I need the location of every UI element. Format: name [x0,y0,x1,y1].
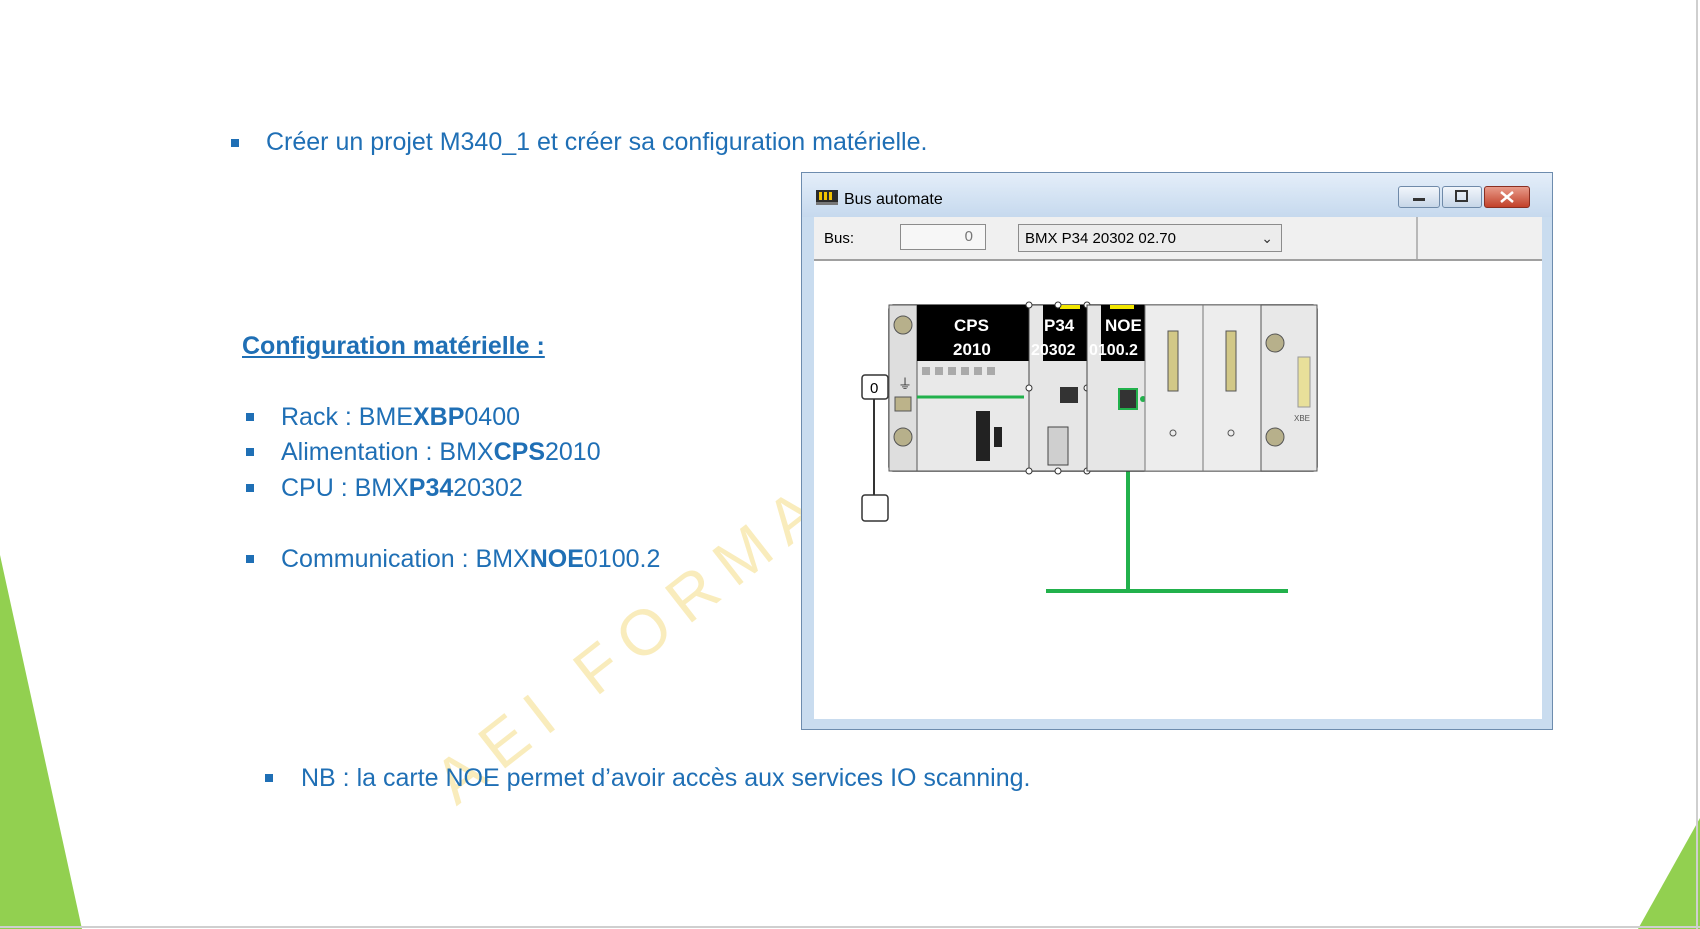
item-bold: CPS [493,438,545,466]
screw-icon [1265,333,1285,353]
cpu-serial-port [1047,426,1069,466]
xbe-label: XBE [1294,414,1310,423]
chevron-down-icon: ⌄ [1261,230,1273,246]
screw-icon [893,315,913,335]
slot-hole-icon [1227,429,1235,437]
close-button[interactable] [1484,186,1530,208]
bullet-marker [265,774,273,782]
cps-terminals [922,367,995,375]
noe-label-line1: NOE [1105,316,1142,335]
noe-label-bg [1101,305,1145,361]
close-icon [1500,191,1514,203]
bus-automate-window[interactable]: Bus automate Bus: 0 BMX P34 20302 02.70 … [801,172,1553,730]
item-suffix: 0400 [464,403,521,431]
cpu-label-line1: P34 [1044,316,1075,335]
ground-icon [894,396,912,412]
plc-icon [816,190,838,205]
bullet-marker [231,139,239,147]
toolbar-separator [1416,217,1418,259]
cps-label-bg [917,305,1029,361]
noe-yellow-strip [1110,305,1134,309]
cpu-select[interactable]: BMX P34 20302 02.70 ⌄ [1018,224,1282,252]
intro-text: Créer un projet M340_1 et créer sa confi… [266,128,928,156]
bus-label: Bus: [824,230,855,247]
slot-connector [1167,330,1179,392]
cpu-label-bg [1043,305,1087,361]
cps-connector [976,411,1002,461]
noe-ethernet-port [1118,388,1138,410]
selection-handle [1025,467,1033,475]
item-prefix: CPU : BMX [281,474,409,502]
screw-icon [1265,427,1285,447]
item-alimentation: Alimentation : BMXCPS2010 [281,438,601,467]
selection-handle [1025,301,1033,309]
rack-add-box[interactable] [861,494,889,522]
bullet-marker [246,448,254,456]
cpu-label-line2: 20302 [1031,342,1076,359]
right-green-triangle [1638,818,1700,929]
slot-hole-icon [1169,429,1177,437]
item-bold: P34 [408,474,454,502]
rack-number-box[interactable] [861,374,889,400]
screw-icon [893,427,913,447]
item-cpu: CPU : BMXP3420302 [281,474,523,503]
config-heading: Configuration matérielle : [242,332,545,360]
window-title: Bus automate [844,191,943,208]
selection-handle [1025,384,1033,392]
item-bold: NOE [529,545,584,573]
item-rack: Rack : BMEXBP0400 [281,403,520,432]
selection-handle [1054,467,1062,475]
item-bold: XBP [412,403,465,431]
item-prefix: Rack : BME [281,403,413,431]
note-text: NB : la carte NOE permet d’avoir accès a… [301,764,1031,792]
item-prefix: Alimentation : BMX [281,438,494,466]
bus-number-field[interactable]: 0 [900,224,986,250]
left-green-triangle [0,555,82,929]
selection-handle [1054,301,1062,309]
item-suffix: 20302 [453,474,523,502]
item-suffix: 0100.2 [583,545,661,573]
cpu-select-value: BMX P34 20302 02.70 [1025,230,1176,247]
xbe-connector [1297,356,1311,408]
minimize-button[interactable] [1398,186,1440,208]
rack-diagram: 0 CPS 2010 ⏚ 0 1 [861,301,1318,593]
rack-number: 0 [870,380,878,397]
maximize-button[interactable] [1442,186,1482,208]
bullet-marker [246,555,254,563]
cpu-yellow-strip [1060,305,1080,309]
cpu-port-icon [1060,387,1078,403]
item-prefix: Communication : BMX [281,545,530,573]
ground-symbol-icon: ⏚ [898,377,912,393]
item-suffix: 2010 [545,438,601,466]
minimize-icon [1413,198,1425,201]
maximize-icon [1455,190,1468,202]
cps-label-line1: CPS [954,316,989,335]
window-titlebar[interactable]: Bus automate [802,173,1552,217]
item-communication: Communication : BMXNOE0100.2 [281,545,660,574]
noe-label-line2: 0100.2 [1089,342,1138,359]
bus-toolbar: Bus: 0 BMX P34 20302 02.70 ⌄ [814,217,1542,261]
slot-connector [1225,330,1237,392]
cps-label-line2: 2010 [953,340,991,359]
bus-canvas[interactable]: 0 CPS 2010 ⏚ 0 1 [814,261,1542,719]
bullet-marker [246,413,254,421]
bullet-marker [246,484,254,492]
